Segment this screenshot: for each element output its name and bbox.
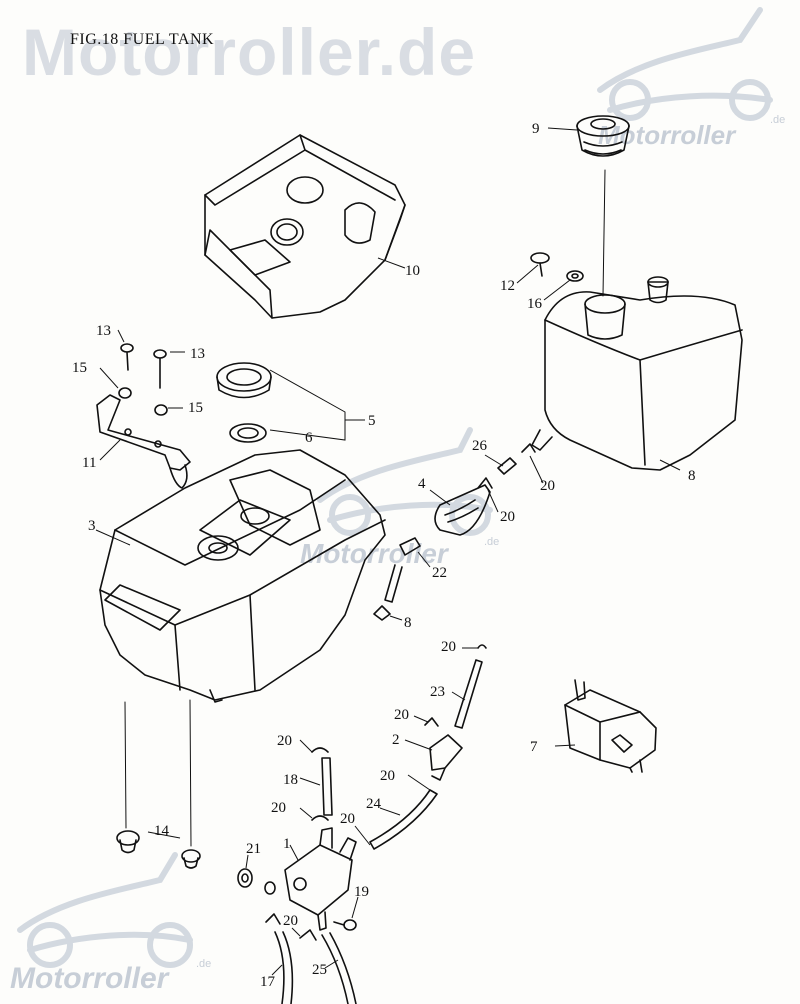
label-8-clip: 8 [404, 615, 412, 631]
label-20-c: 20 [441, 639, 456, 655]
label-20-a: 20 [540, 478, 555, 494]
hose-part-17 [274, 931, 294, 1004]
watermark-top-right: Motorroller [598, 120, 736, 150]
grommet-part-14-right [181, 849, 201, 869]
label-3: 3 [88, 518, 96, 534]
bracket-part-7 [564, 679, 657, 773]
label-2: 2 [392, 732, 400, 748]
label-26: 26 [472, 438, 488, 454]
leader-cap-to-tank [602, 169, 606, 297]
watermark-bottom-left-tld: .de [196, 958, 212, 970]
label-11: 11 [82, 455, 96, 471]
label-20-b: 20 [500, 509, 515, 525]
watermark-bottom-left: Motorroller [10, 962, 169, 995]
leader-lines [95, 127, 681, 976]
fuel-filter-part-2 [424, 717, 463, 781]
nut-part-15-right [154, 404, 168, 416]
label-13-left: 13 [96, 323, 111, 339]
label-4: 4 [418, 476, 426, 492]
label-1: 1 [283, 836, 291, 852]
watermark-top-right-tld: .de [770, 114, 786, 126]
clip-part-8 [373, 605, 391, 621]
label-24: 24 [366, 796, 382, 812]
label-15-left: 15 [72, 360, 87, 376]
scooter-watermark-graphic [17, 7, 773, 968]
nut-part-21 [237, 868, 253, 888]
label-12: 12 [500, 278, 515, 294]
watermark-center: Motorroller [300, 538, 448, 569]
label-15-right: 15 [188, 400, 203, 416]
label-16: 16 [527, 296, 543, 312]
fuel-cap-part-9 [576, 115, 630, 157]
label-18: 18 [283, 772, 298, 788]
fitting-part-26 [497, 457, 517, 475]
label-20-h: 20 [340, 811, 355, 827]
grommet-part-14-left [116, 830, 140, 854]
hose-part-18 [311, 747, 333, 821]
clamp-part-20-bottom [265, 913, 317, 941]
label-10: 10 [405, 263, 420, 279]
screw-part-19 [333, 919, 357, 931]
label-25: 25 [312, 962, 327, 978]
washer-part-16 [566, 270, 584, 282]
label-19: 19 [354, 884, 369, 900]
fuel-tank-part-8 [531, 276, 743, 471]
label-9: 9 [532, 121, 540, 137]
label-23: 23 [430, 684, 445, 700]
hose-part-24 [369, 789, 438, 850]
bolt-part-13-right [153, 349, 167, 389]
seal-part-6 [229, 423, 267, 443]
bolt-part-13-left [120, 343, 134, 371]
hose-part-23 [454, 644, 487, 729]
label-17: 17 [260, 974, 276, 990]
watermark-main: Motorroller.de [22, 15, 477, 89]
label-8-tank: 8 [688, 468, 696, 484]
label-20-e: 20 [277, 733, 292, 749]
fuel-valve-part-1 [284, 827, 357, 931]
label-20-g: 20 [271, 800, 286, 816]
boot-part-4 [434, 484, 491, 536]
lower-tank-part-3 [99, 449, 386, 703]
hose-part-22 [384, 537, 421, 603]
bracket-part-11 [96, 394, 191, 489]
watermark-center-tld: .de [484, 536, 500, 548]
seal-part-5 [216, 362, 272, 399]
label-20-i: 20 [283, 913, 298, 929]
label-20-d: 20 [394, 707, 409, 723]
nut-part-15-left [118, 387, 132, 399]
screw-part-12 [530, 252, 550, 277]
label-14: 14 [154, 823, 170, 839]
hose-part-25 [321, 932, 357, 1004]
label-22: 22 [432, 565, 447, 581]
clamp-part-20-upper [521, 443, 536, 453]
label-6: 6 [305, 430, 313, 446]
clamp-part-20-mid [477, 477, 493, 489]
label-5: 5 [368, 413, 376, 429]
label-7: 7 [530, 739, 538, 755]
label-20-f: 20 [380, 768, 395, 784]
washer-part-20-lower [264, 881, 276, 895]
label-13-right: 13 [190, 346, 205, 362]
tank-cover-part-10 [204, 134, 406, 319]
figure-title: FIG.18 FUEL TANK [70, 31, 215, 48]
label-21: 21 [246, 841, 261, 857]
